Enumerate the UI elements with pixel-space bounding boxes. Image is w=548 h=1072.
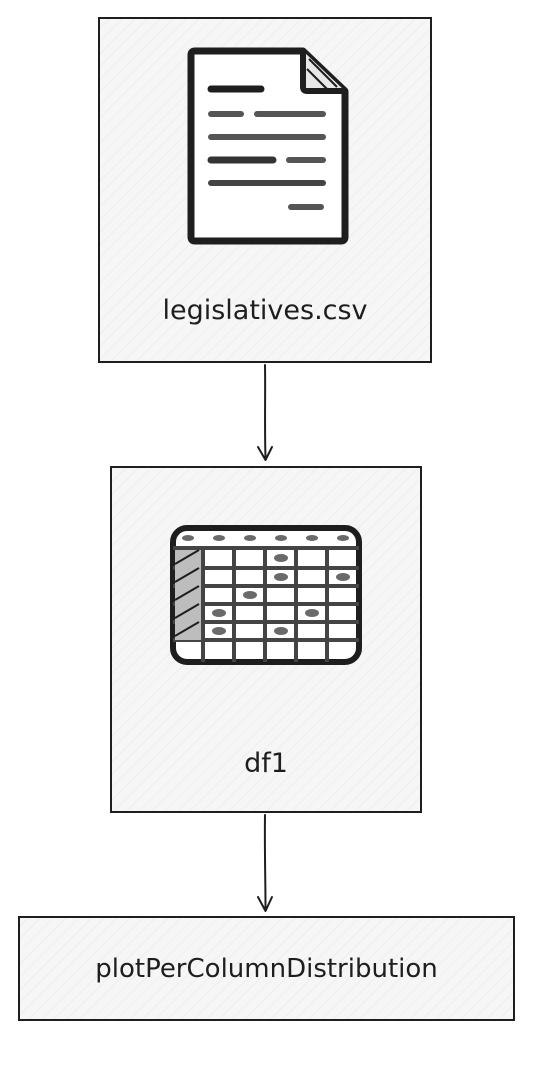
edge-df-to-plot xyxy=(257,814,273,912)
table-icon xyxy=(170,525,362,665)
node-label: legislatives.csv xyxy=(162,295,368,326)
edge-csv-to-df xyxy=(257,364,273,461)
node-label: df1 xyxy=(244,748,288,779)
node-dataframe[interactable]: df1 xyxy=(110,466,422,813)
node-label: plotPerColumnDistribution xyxy=(95,954,438,984)
node-csv-file[interactable]: legislatives.csv xyxy=(98,17,432,363)
document-icon xyxy=(187,47,349,245)
node-plot-function[interactable]: plotPerColumnDistribution xyxy=(18,916,515,1021)
